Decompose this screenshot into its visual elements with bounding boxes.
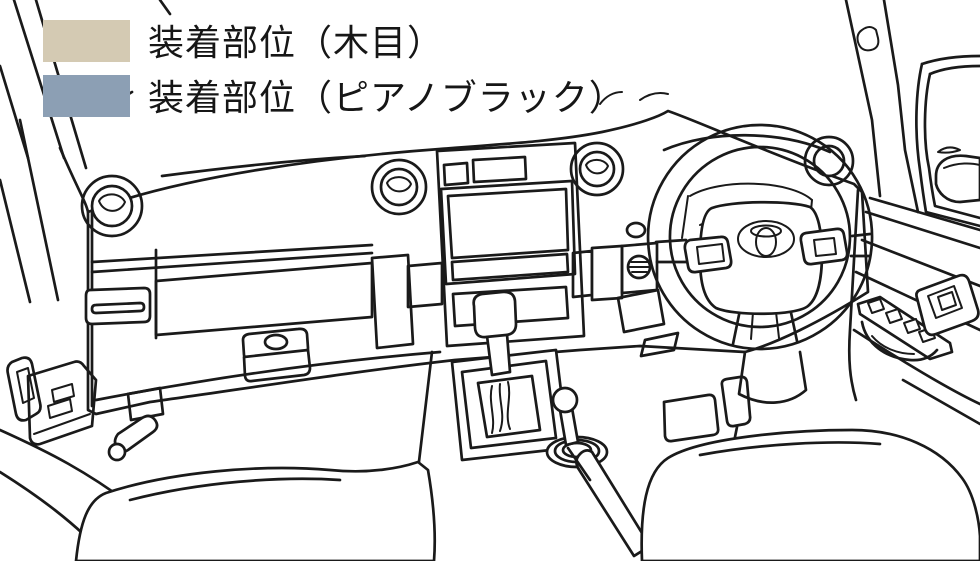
shift-knob	[472, 290, 518, 339]
steering-column	[737, 350, 808, 404]
hazard-switch	[442, 161, 470, 187]
ignition-switch	[625, 221, 647, 239]
trim-wood-band-mid	[406, 261, 444, 309]
shift-lever	[485, 332, 512, 377]
clock-panel	[471, 155, 528, 184]
legend-label-piano-black: 装着部位（ピアノブラック）	[148, 77, 626, 118]
air-vents	[80, 135, 855, 238]
hvac-panel	[451, 285, 570, 328]
lower-dash-vent	[639, 331, 680, 358]
window-switch	[867, 298, 885, 314]
dashboard	[80, 109, 870, 449]
dash-divider	[370, 253, 415, 350]
right-door-panel	[847, 188, 980, 426]
steering-buttons-right	[799, 227, 849, 266]
windshield-and-pillars	[0, 0, 920, 214]
window-switch	[903, 318, 921, 334]
air-vent-ring-left	[80, 174, 144, 238]
window-switch	[51, 383, 75, 403]
trim-wood-band-left	[154, 261, 374, 337]
pillar-grip	[856, 26, 880, 52]
air-vent-ring-center-right	[569, 141, 625, 197]
legend-swatch-piano-black	[43, 75, 130, 117]
side-vent-slot	[84, 286, 152, 326]
pillar-tick	[158, 0, 172, 16]
door-pull-cup	[860, 320, 939, 362]
audio-display	[446, 187, 570, 260]
legend-label-wood-grain: 装着部位（木目）	[148, 22, 444, 63]
steering-rim	[646, 123, 874, 351]
center-console	[416, 290, 652, 561]
transfer-lever	[545, 386, 609, 469]
toyota-emblem	[737, 220, 795, 258]
window-switch	[885, 308, 903, 324]
glove-box-latch	[241, 327, 312, 383]
accelerator-pedal	[720, 375, 752, 428]
driver-seat	[640, 428, 980, 561]
window-switch	[47, 398, 73, 419]
side-mirror	[934, 154, 980, 204]
steering-buttons-left	[683, 235, 733, 274]
brake-pedal	[662, 393, 720, 443]
center-stack	[435, 141, 586, 348]
window-switch-panel-passenger	[26, 360, 98, 446]
air-vent-ring-center-left	[370, 158, 428, 216]
wiper-mark	[639, 92, 669, 101]
legend: 装着部位（木目） 装着部位（ピアノブラック）	[43, 20, 626, 118]
legend-swatch-wood-grain	[43, 20, 130, 62]
instrument-hood	[662, 133, 832, 154]
passenger-seat	[74, 460, 437, 561]
lower-dash-panel	[616, 288, 666, 334]
window-switch-panel-driver	[856, 295, 954, 361]
shift-boot	[489, 381, 511, 434]
steering-wheel	[646, 123, 874, 404]
door-handle-bezel	[915, 273, 980, 337]
wiper-mark	[599, 91, 623, 105]
side-window-and-mirror	[915, 54, 980, 228]
seats	[74, 428, 980, 561]
audio-bezel	[439, 179, 577, 286]
